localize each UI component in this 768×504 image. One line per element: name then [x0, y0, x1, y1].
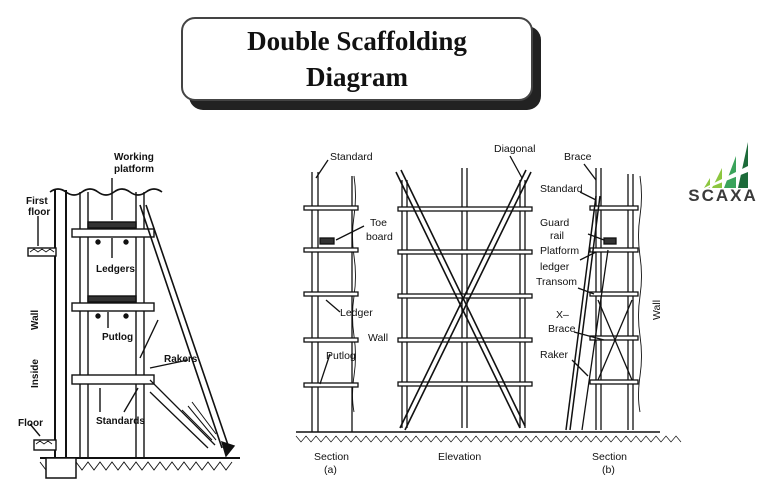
label-rail: rail: [550, 230, 564, 242]
logo-text: SCAXA: [688, 186, 758, 205]
elevation-labels: Diagonal Elevation: [438, 143, 535, 463]
label-putlog-left: Putlog: [102, 332, 133, 343]
title-line-1: Double Scaffolding: [247, 26, 467, 56]
label-ledger-b: ledger: [540, 261, 570, 273]
label-diagonal: Diagonal: [494, 143, 535, 155]
label-platform: platform: [114, 164, 154, 175]
label-inside: Inside: [30, 359, 41, 388]
caption-b: (b): [602, 464, 615, 476]
left-figure-labels: Working platform First floor Ledgers Wal…: [18, 152, 198, 429]
label-platform-b: Platform: [540, 245, 579, 257]
label-x: X–: [556, 309, 569, 321]
section-b: [565, 163, 642, 431]
title-box: Double Scaffolding Diagram: [181, 17, 533, 101]
label-guard: Guard: [540, 217, 569, 229]
label-putlog-a: Putlog: [326, 350, 356, 362]
left-figure: [27, 178, 240, 479]
section-a: [303, 159, 365, 432]
label-xbrace: Brace: [548, 323, 576, 335]
label-floor-first: floor: [28, 207, 50, 218]
elevation: [395, 155, 533, 431]
label-first: First: [26, 196, 48, 207]
caption-a: (a): [324, 464, 337, 476]
label-raker: Raker: [540, 349, 569, 361]
label-standard-a: Standard: [330, 151, 373, 163]
label-transom: Transom: [536, 276, 577, 288]
label-wall-left: Wall: [30, 310, 41, 330]
label-wall-a: Wall: [368, 332, 388, 344]
label-brace: Brace: [564, 151, 592, 163]
title-line-2: Diagram: [306, 62, 408, 92]
label-ledgers: Ledgers: [96, 264, 135, 275]
label-ledger-a: Ledger: [340, 307, 373, 319]
caption-elevation: Elevation: [438, 451, 481, 463]
caption-section-b: Section: [592, 451, 627, 463]
ground-right: [295, 431, 682, 443]
label-floor: Floor: [18, 418, 43, 429]
caption-section-a: Section: [314, 451, 349, 463]
label-standard-b: Standard: [540, 183, 583, 195]
section-a-labels: Standard Toe board Ledger Wall Putlog Se…: [314, 151, 393, 476]
section-b-labels: Brace Standard Guard rail Platform ledge…: [536, 151, 663, 476]
scaxa-logo-icon: [704, 142, 748, 188]
label-working: Working: [114, 152, 154, 163]
label-toe: Toe: [370, 217, 387, 229]
label-rakers: Rakers: [164, 354, 198, 365]
label-wall-b: Wall: [651, 300, 663, 320]
label-standards: Standards: [96, 416, 145, 427]
label-board: board: [366, 231, 393, 243]
